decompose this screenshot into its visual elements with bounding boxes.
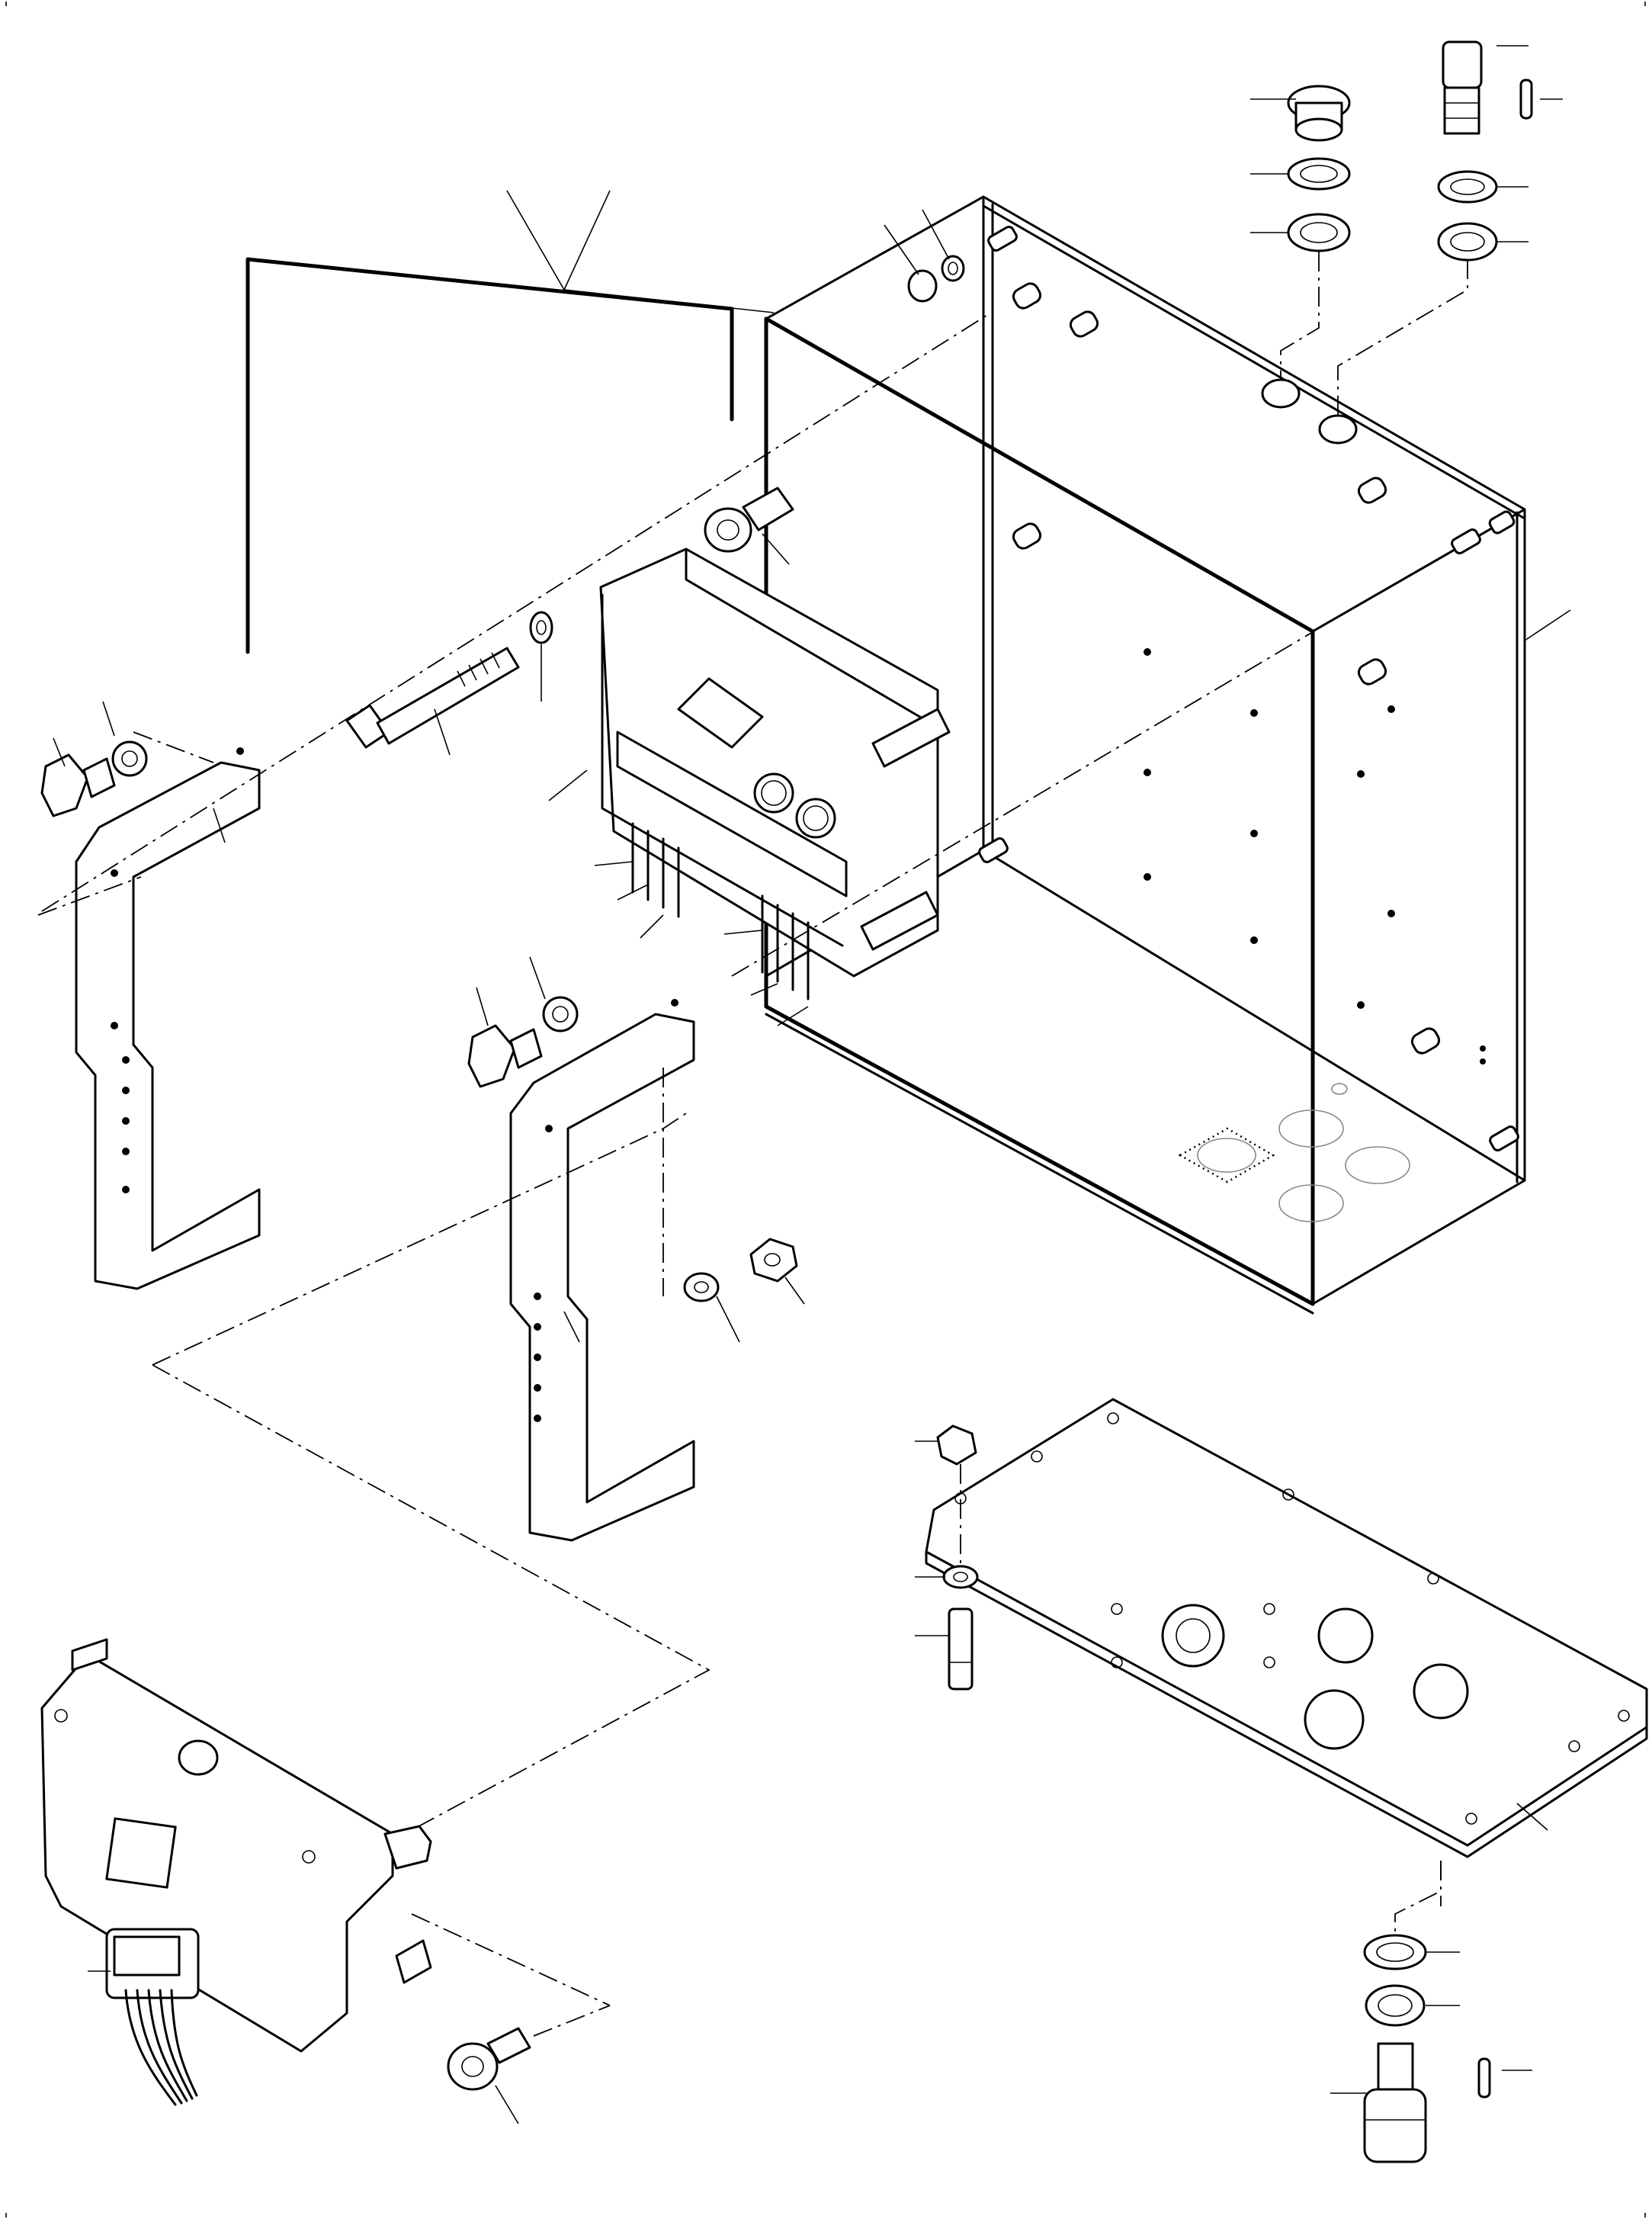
- hex-bolt-middle: [467, 996, 579, 1088]
- controller-unit: [40, 1638, 432, 2106]
- mounting-bracket-middle: [509, 999, 695, 1542]
- control-module: [599, 548, 951, 1000]
- face-holes: [1144, 648, 1486, 1065]
- adjuster-knob: [447, 2027, 531, 2091]
- hex-bolt-left: [40, 740, 148, 817]
- stud: [978, 226, 1519, 1151]
- center-lines: [37, 252, 1468, 2037]
- box-top-nut: [907, 255, 965, 303]
- base-plate: [925, 1398, 1648, 1858]
- standoff-spacer: [704, 487, 794, 553]
- leader-lines: [53, 45, 1571, 2124]
- assembly-frame-lines: [245, 190, 775, 654]
- vent-plug: [1287, 85, 1351, 252]
- plate-fasteners: [936, 1424, 979, 1691]
- cable-gland-bottom: [1363, 1934, 1491, 2163]
- nut-and-washer: [683, 1238, 798, 1302]
- cable-gland-top: [1437, 40, 1533, 262]
- corner-marks: [5, 2, 1646, 2217]
- wire-bundle: [124, 1989, 198, 2106]
- enclosure-box: [764, 195, 1526, 1315]
- mounting-bracket-left: [75, 747, 261, 1290]
- long-bolt: [345, 611, 553, 749]
- module-pins: [631, 822, 810, 1000]
